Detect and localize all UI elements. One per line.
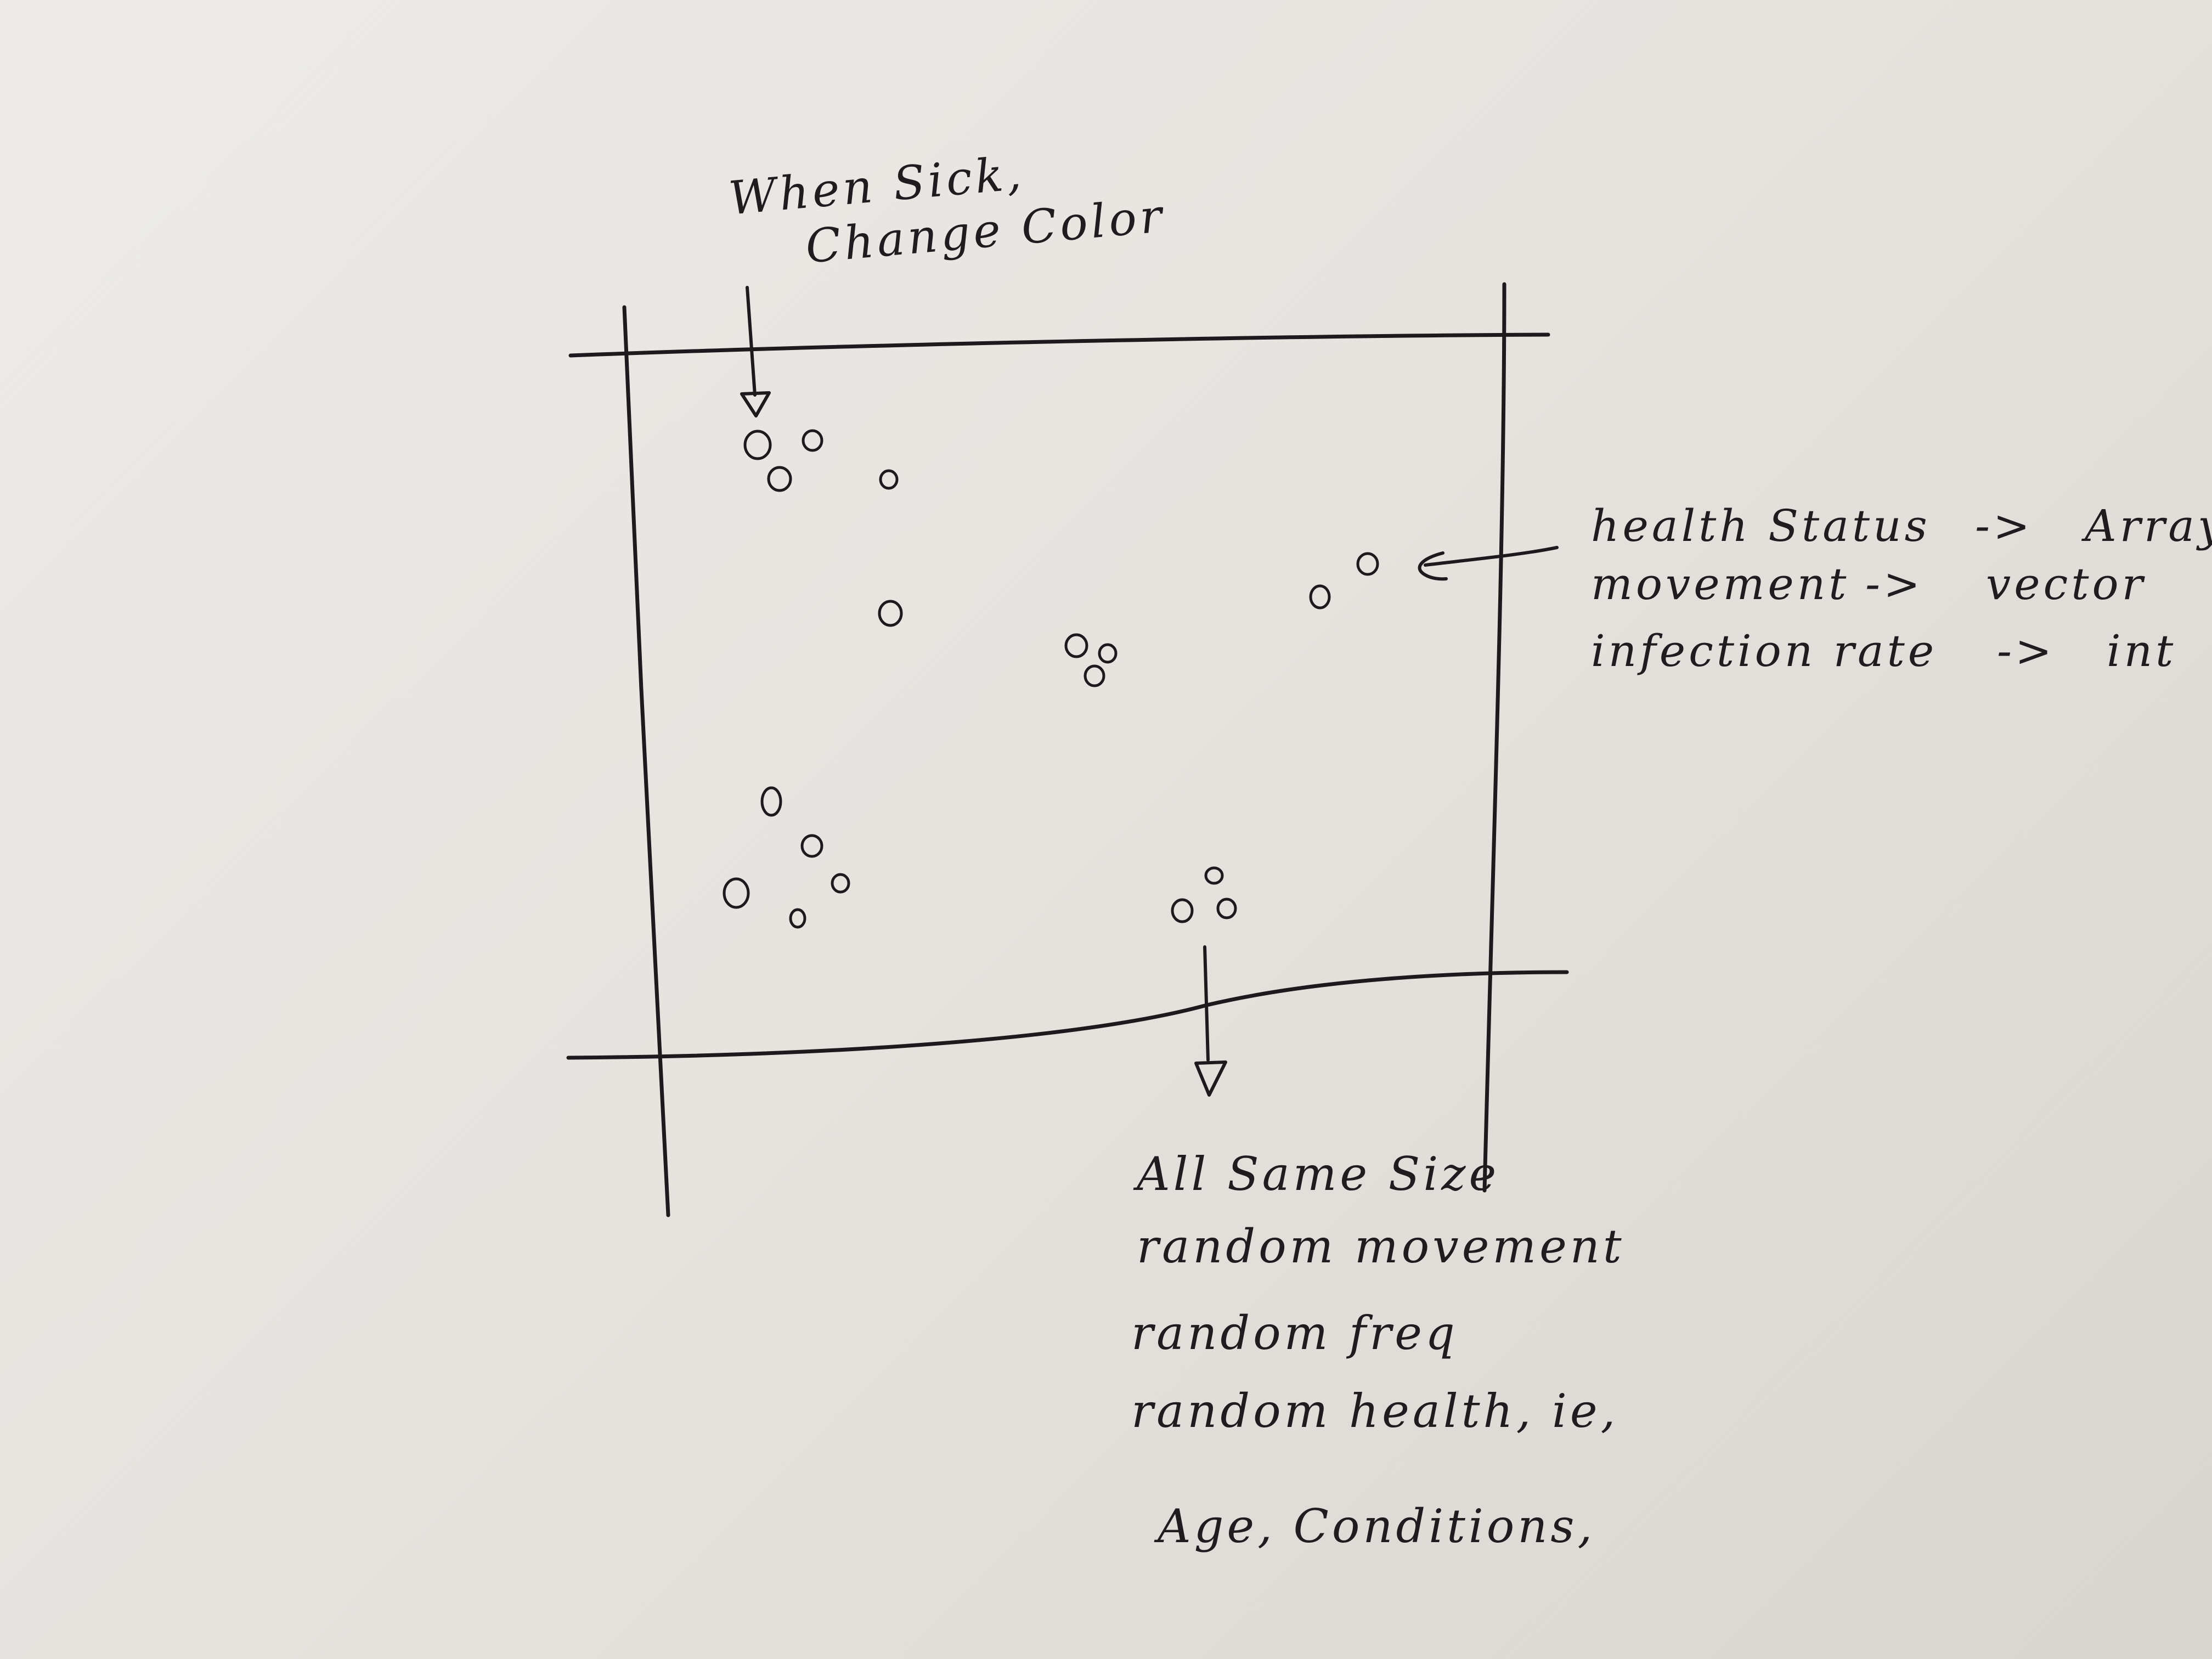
agent-circle [802, 429, 823, 452]
agent-circle [878, 600, 903, 627]
agent-circles [723, 429, 1379, 929]
frame-right-line [1482, 282, 1506, 1193]
sick-arrow [740, 286, 771, 417]
attribute-name: movement [1591, 558, 1850, 610]
attribute-type: vector [1986, 558, 2146, 610]
attribute-row: health Status -> Array [1591, 500, 2212, 555]
agent-circle [760, 786, 782, 817]
agent-circle [789, 908, 806, 929]
properties-arrow [1194, 945, 1227, 1097]
attribute-type: int [2107, 625, 2177, 676]
agent-circle [1171, 898, 1194, 923]
attribute-type: Array [2085, 500, 2212, 551]
property-note: random movement [1137, 1220, 1625, 1273]
attribute-row: movement -> vector [1591, 558, 2194, 613]
agent-circle [743, 430, 772, 460]
agent-circle [800, 834, 823, 858]
agent-circle [1084, 664, 1105, 687]
frame-bottom-line [566, 970, 1569, 1060]
property-note: All Same Size [1137, 1147, 1500, 1201]
attributes-arrow [1418, 546, 1559, 581]
property-note: random freq [1131, 1306, 1458, 1360]
attribute-arrow: -> [1975, 500, 2034, 551]
agent-circle [767, 466, 792, 492]
agent-circle [879, 469, 899, 490]
attribute-arrow: -> [1865, 558, 1924, 610]
property-note: Age, Conditions, [1158, 1499, 1596, 1553]
attribute-name: health Status [1591, 500, 1931, 551]
frame-left-line [622, 305, 670, 1217]
agent-circle [1356, 552, 1379, 576]
agent-circle [1216, 898, 1237, 919]
agent-circle [723, 877, 750, 909]
attribute-name: infection rate [1591, 625, 1938, 676]
agent-circle [1064, 633, 1088, 658]
agent-circle [1309, 584, 1331, 610]
agent-circle [1204, 866, 1224, 885]
agent-circle [831, 873, 850, 894]
attribute-row: infection rate -> int [1591, 625, 2200, 680]
frame-top-line [568, 332, 1550, 358]
agent-circle [1098, 643, 1118, 664]
property-note: random health, ie, [1131, 1384, 1619, 1438]
attribute-arrow: -> [1997, 625, 2056, 676]
